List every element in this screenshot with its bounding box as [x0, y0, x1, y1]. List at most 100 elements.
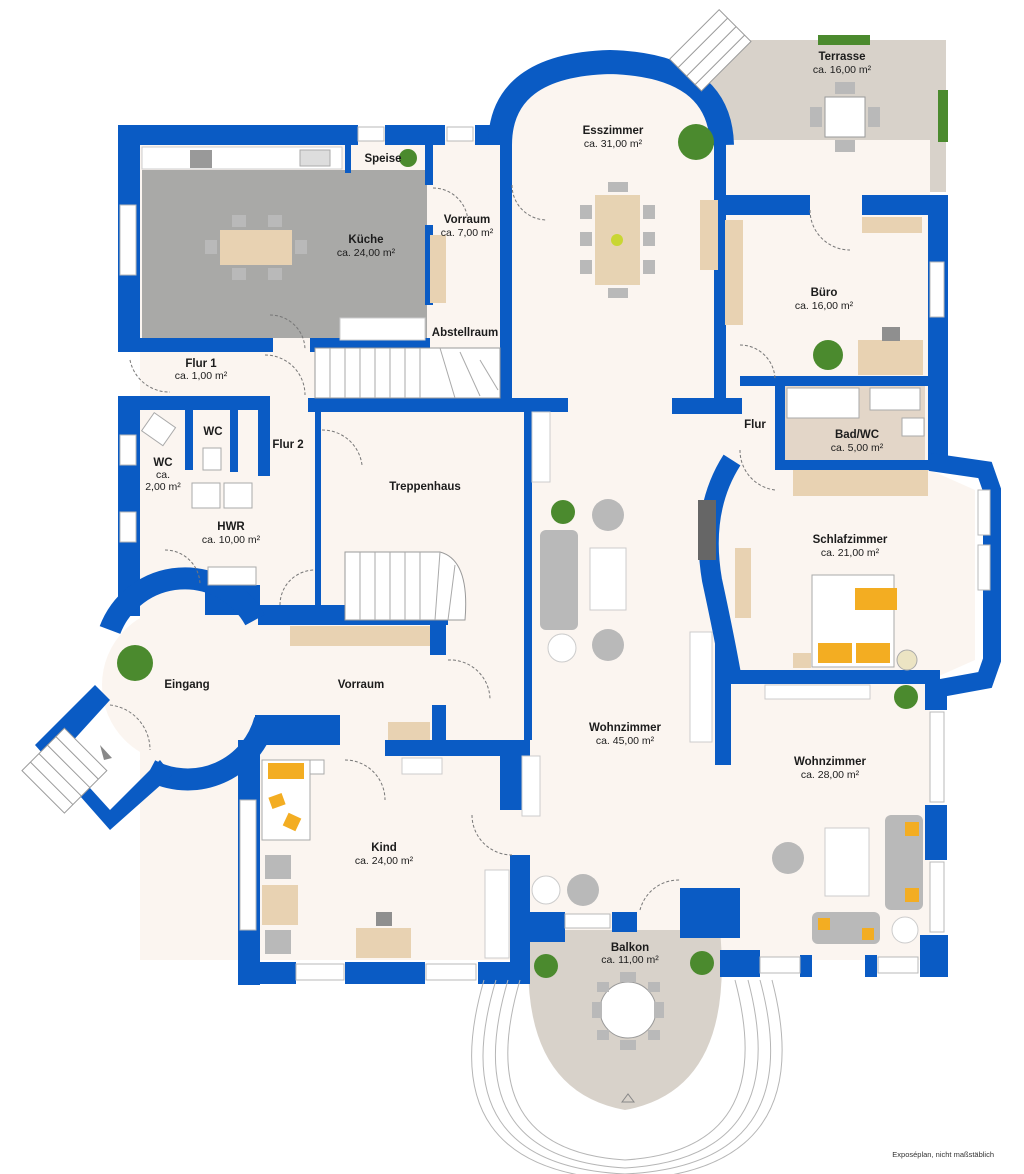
area-vorraum-top: ca. 7,00 m²	[441, 227, 494, 239]
area-kind: ca. 24,00 m²	[355, 855, 414, 867]
door	[109, 704, 151, 751]
window	[119, 434, 137, 466]
treppenhaus-steps	[359, 551, 456, 621]
label-hwr: HWR	[217, 521, 245, 533]
window	[564, 913, 611, 929]
terrace-stairs	[668, 8, 752, 92]
sofa	[885, 815, 923, 910]
label-wohnzimmer-right: Wohnzimmer	[794, 756, 867, 768]
wall	[920, 935, 948, 977]
entrance-stairs	[21, 727, 108, 814]
wall	[345, 145, 351, 173]
wall	[425, 145, 433, 185]
door	[279, 569, 316, 606]
label-wc: WC	[153, 457, 172, 469]
kitchen-table	[220, 230, 292, 265]
entrance-wall	[35, 685, 172, 830]
door	[639, 879, 681, 911]
label-eingang: Eingang	[164, 679, 209, 691]
door	[344, 759, 386, 801]
balkon-arrow	[621, 1093, 635, 1103]
window	[759, 956, 801, 974]
wall	[308, 398, 568, 412]
wall	[118, 396, 258, 410]
label-abstellraum: Abstellraum	[432, 327, 498, 339]
label-buero: Büro	[811, 287, 838, 299]
area-wohnzimmer-right: ca. 28,00 m²	[801, 769, 860, 781]
area-esszimmer: ca. 31,00 m²	[584, 138, 643, 150]
door	[739, 344, 776, 381]
footnote: Exposéplan, nicht maßstäblich	[892, 1150, 994, 1159]
area-buero: ca. 16,00 m²	[795, 300, 854, 312]
wall	[865, 955, 877, 977]
wall	[345, 962, 425, 984]
wall	[315, 412, 321, 622]
wall	[520, 912, 565, 942]
wall	[258, 396, 270, 476]
window	[239, 799, 257, 931]
wall	[672, 398, 742, 414]
esszimmer-arch-wall	[488, 49, 734, 146]
label-schlafzimmer: Schlafzimmer	[813, 534, 888, 546]
label-esszimmer: Esszimmer	[583, 125, 644, 137]
area-wohnzimmer-main: ca. 45,00 m²	[596, 735, 655, 747]
window	[977, 489, 991, 536]
area-terrasse: ca. 16,00 m²	[813, 64, 872, 76]
label-kind: Kind	[371, 842, 397, 854]
stairs	[21, 8, 783, 1174]
label-balkon: Balkon	[611, 942, 649, 954]
wall	[720, 195, 810, 215]
eingang-floor	[102, 607, 258, 763]
door	[809, 209, 851, 251]
wall	[230, 410, 238, 472]
window	[446, 126, 474, 142]
window	[977, 544, 991, 591]
wall	[385, 740, 525, 756]
wall	[928, 195, 948, 460]
wall	[432, 705, 446, 745]
upper-staircase-steps	[329, 347, 499, 399]
wall	[925, 805, 947, 860]
door	[447, 659, 491, 701]
windows	[119, 126, 991, 981]
schlafzimmer-bay	[930, 470, 975, 680]
window	[357, 126, 385, 142]
kind-desk	[356, 928, 411, 958]
door	[471, 814, 513, 856]
label-treppenhaus: Treppenhaus	[389, 481, 461, 493]
door	[129, 359, 171, 393]
wall	[238, 962, 296, 984]
window	[929, 261, 945, 318]
planter	[818, 35, 870, 45]
room-labels: Terrasse ca. 16,00 m² Esszimmer ca. 31,0…	[145, 51, 888, 966]
wall	[118, 125, 358, 145]
door	[739, 449, 776, 491]
wall	[862, 195, 947, 215]
area-kueche: ca. 24,00 m²	[337, 247, 396, 259]
label-wohnzimmer-main: Wohnzimmer	[589, 722, 662, 734]
label-terrasse: Terrasse	[818, 51, 865, 63]
door	[164, 549, 201, 586]
label-flur: Flur	[744, 419, 766, 431]
door	[511, 184, 548, 221]
upper-staircase	[314, 347, 501, 399]
plant	[678, 124, 714, 160]
wall	[740, 376, 930, 386]
label-vorraum-mid: Vorraum	[338, 679, 384, 691]
window	[877, 956, 919, 974]
window	[425, 963, 477, 981]
area-wc-line1: ca.	[156, 469, 170, 481]
wall	[800, 955, 812, 977]
label-wc-small: WC	[203, 426, 222, 438]
wall	[714, 140, 726, 405]
wall	[118, 338, 273, 352]
area-wc-line2: 2,00 m²	[145, 481, 181, 493]
area-balkon: ca. 11,00 m²	[601, 954, 659, 966]
label-kueche: Küche	[348, 234, 383, 246]
balkon-steps	[471, 979, 783, 1174]
sofa	[540, 530, 578, 630]
terrasse-table	[824, 96, 866, 138]
buero-desk	[858, 340, 923, 375]
eingang-wall	[99, 567, 265, 635]
wall	[925, 680, 947, 710]
